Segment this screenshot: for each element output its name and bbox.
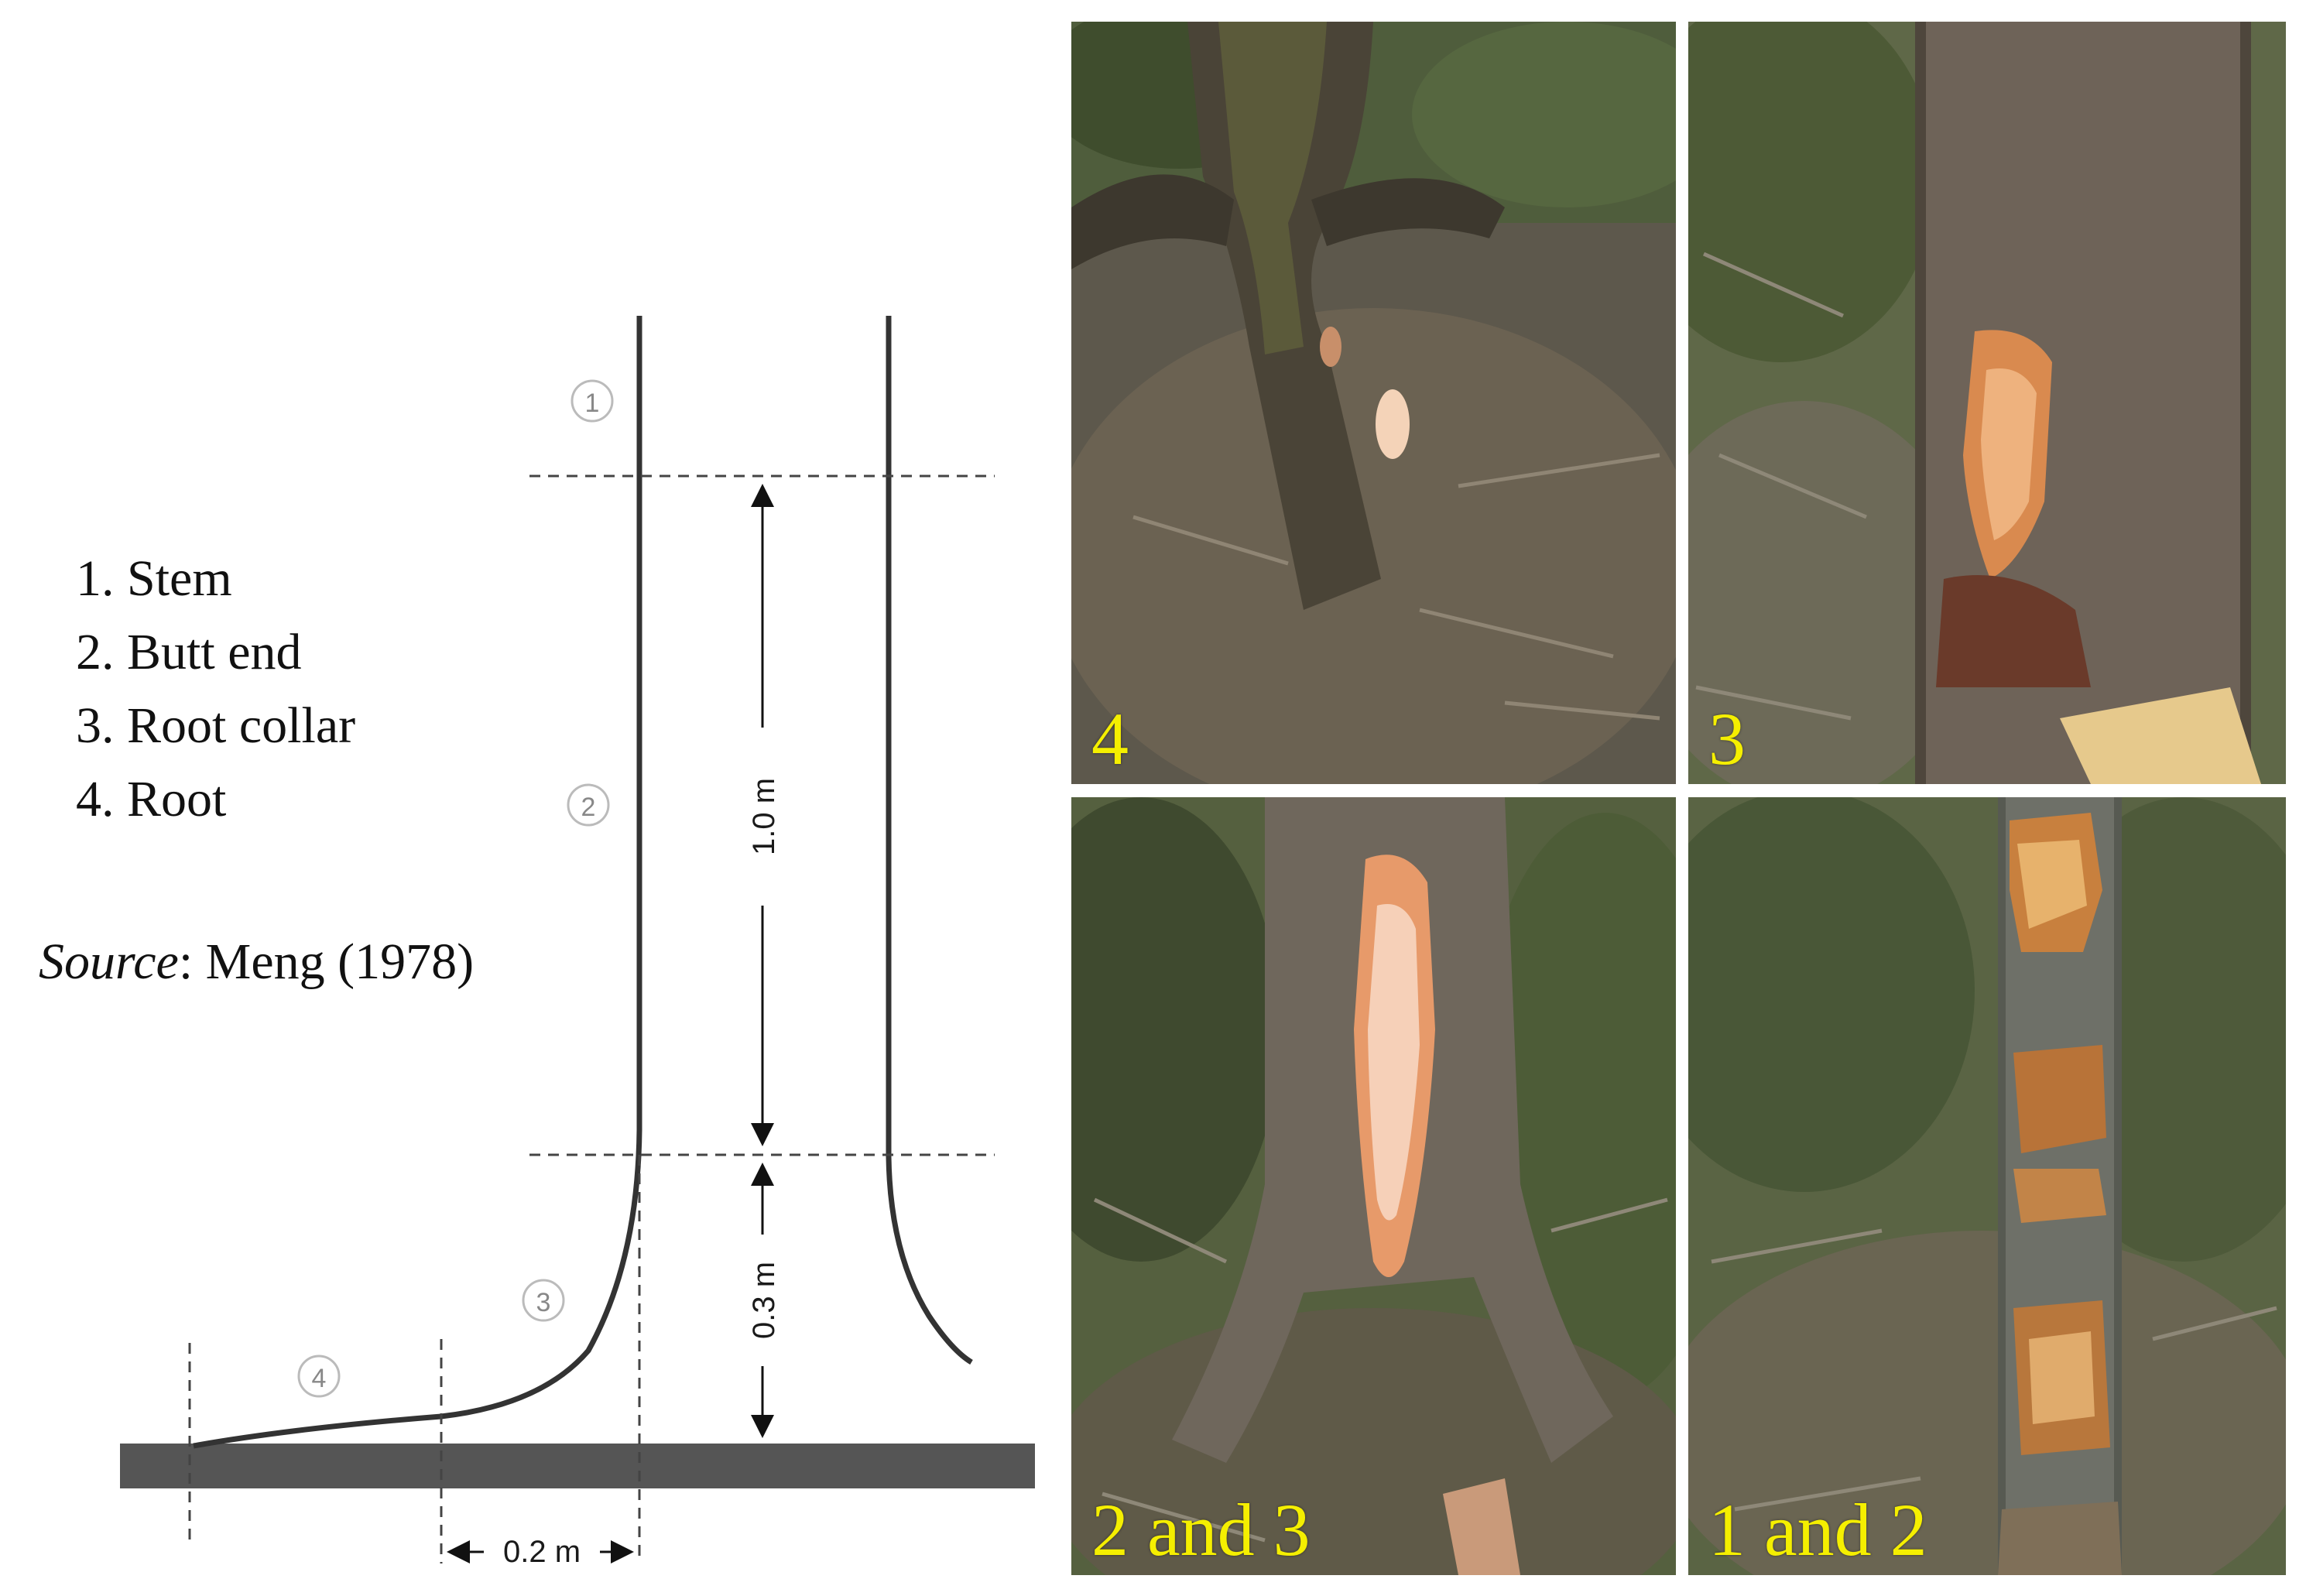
photo-butt-end-root-collar-caption: 2 and 3 xyxy=(1091,1488,1311,1571)
marker-4: 4 xyxy=(297,1355,341,1398)
svg-text:1: 1 xyxy=(585,389,600,418)
source-text: : Meng (1978) xyxy=(178,933,475,990)
dimension-label-width: 0.2 m xyxy=(503,1535,581,1569)
marker-1: 1 xyxy=(571,379,614,423)
photo-stem-butt-end-caption: 1 and 2 xyxy=(1708,1488,1927,1571)
tree-zone-diagram: 1.0 m 0.3 m 0.2 m 1 2 3 4 xyxy=(120,316,1035,1569)
legend-item-butt-end: 2. Butt end xyxy=(76,624,302,680)
svg-text:4: 4 xyxy=(312,1364,327,1393)
legend-item-root-collar: 3. Root collar xyxy=(76,697,356,754)
photo-root-collar-caption: 3 xyxy=(1708,697,1746,780)
photo-root-caption: 4 xyxy=(1091,697,1129,780)
dimension-label-lower: 0.3 m xyxy=(747,1262,781,1339)
source-label: Source xyxy=(39,933,179,990)
legend: 1. Stem 2. Butt end 3. Root collar 4. Ro… xyxy=(76,542,355,836)
photo-root: 4 xyxy=(1071,22,1676,784)
photo-butt-end-root-collar: 2 and 3 xyxy=(1071,797,1676,1575)
legend-item-root: 4. Root xyxy=(76,771,227,827)
photo-root-collar: 3 xyxy=(1688,22,2286,784)
ground-bar xyxy=(120,1444,1035,1488)
marker-3: 3 xyxy=(522,1279,565,1322)
photo-stem-butt-end: 1 and 2 xyxy=(1688,797,2286,1575)
dimension-label-upper: 1.0 m xyxy=(747,778,781,855)
photo-butt-end-root-collar-image xyxy=(1071,797,1676,1575)
marker-2: 2 xyxy=(567,783,610,827)
source-citation: Source: Meng (1978) xyxy=(39,933,474,992)
svg-text:3: 3 xyxy=(536,1288,551,1317)
stem-left-outline xyxy=(193,316,642,1449)
photo-stem-butt-end-image xyxy=(1688,797,2286,1575)
photo-root-image xyxy=(1071,22,1676,784)
legend-item-stem: 1. Stem xyxy=(76,550,232,607)
svg-text:2: 2 xyxy=(581,793,596,822)
stem-right-outline xyxy=(886,316,973,1365)
photo-root-collar-image xyxy=(1688,22,2286,784)
